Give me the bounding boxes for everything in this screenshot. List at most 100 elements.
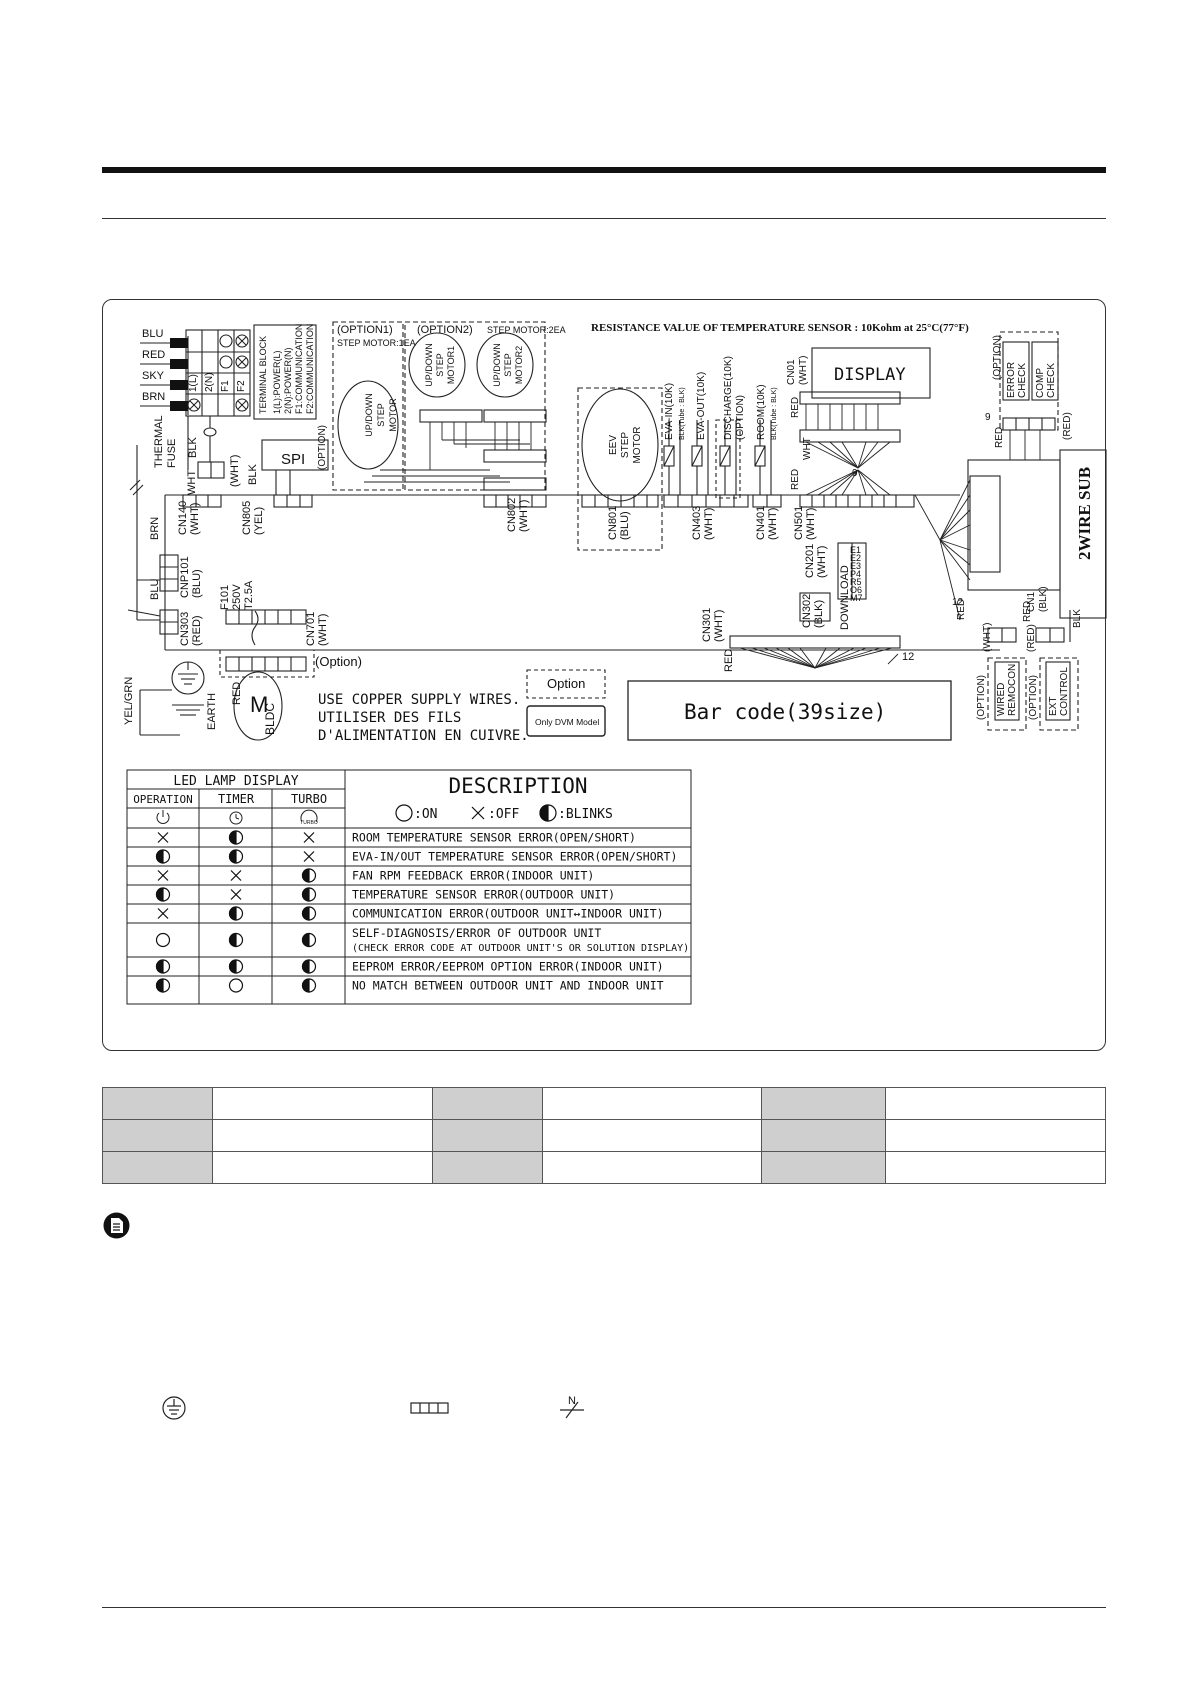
led-status-blink-icon bbox=[228, 932, 244, 948]
timer-icon bbox=[229, 811, 243, 825]
led-status-blink-icon bbox=[155, 978, 171, 993]
terminal-label-2: 2(N) bbox=[204, 373, 215, 392]
svg-text:N: N bbox=[568, 1395, 576, 1407]
table-header-cell bbox=[761, 1087, 887, 1120]
terminal-block-line-2: 2(N):POWER(N) bbox=[283, 348, 293, 415]
led-col-turbo: TURBO bbox=[291, 792, 327, 806]
terminal-label-f1: F1 bbox=[220, 380, 231, 392]
led-row-description: ROOM TEMPERATURE SENSOR ERROR(OPEN/SHORT… bbox=[352, 831, 636, 845]
sensor-discharge-option: (OPTION) bbox=[735, 395, 746, 440]
cn401-color: (WHT) bbox=[767, 508, 779, 540]
ext-control-option: (OPTION) bbox=[1028, 675, 1039, 720]
fuse-rating-1: F101 bbox=[219, 585, 231, 610]
cn140-label: CN140 bbox=[177, 501, 189, 535]
led-status-blink-icon bbox=[228, 849, 244, 864]
led-status-blink-icon bbox=[155, 887, 171, 902]
remocon-wht-paren: (WHT) bbox=[982, 623, 993, 652]
spi-blk-label: BLK bbox=[247, 464, 259, 485]
eprom-e3: E3 bbox=[850, 561, 861, 571]
led-status-blink-icon bbox=[301, 932, 317, 948]
fuse-wire-wht: WHT bbox=[186, 470, 198, 495]
cn501-color: (WHT) bbox=[805, 508, 817, 540]
eprom-r5: R5 bbox=[850, 577, 862, 587]
table-cell bbox=[885, 1087, 1106, 1120]
footer-rule bbox=[102, 1607, 1106, 1608]
cn302-label: CN302 bbox=[801, 594, 813, 628]
cn401-label: CN401 bbox=[755, 506, 767, 540]
terminal-block-line-3: F1:COMMUNICATION bbox=[294, 324, 304, 414]
led-status-off-icon bbox=[303, 832, 315, 843]
option-legend-text: Option bbox=[547, 676, 585, 691]
led-status-blink-icon bbox=[228, 959, 244, 974]
led-status-blink-icon bbox=[228, 906, 244, 921]
led-table-frame bbox=[126, 769, 692, 1005]
wire-label-sky: SKY bbox=[142, 370, 165, 382]
table-row bbox=[102, 1087, 1106, 1120]
ext-red-label: RED bbox=[1022, 601, 1033, 622]
spi-label: SPI bbox=[281, 451, 305, 468]
wired-remocon-line-2: REMOCON bbox=[1007, 664, 1018, 716]
led-status-off-icon bbox=[157, 870, 169, 881]
updown-motor-line-1: UP/DOWN bbox=[364, 393, 374, 437]
led-status-blink-icon bbox=[301, 868, 317, 883]
motor2-line-2: STEP bbox=[503, 353, 513, 377]
thermal-fuse-label-2: FUSE bbox=[166, 439, 178, 468]
bldc-motor-m: M bbox=[250, 692, 268, 717]
table-cell bbox=[541, 1087, 763, 1120]
eev-motor-line-1: EEV bbox=[608, 435, 619, 455]
sensor-discharge: DISCHARGE(10K) bbox=[723, 356, 734, 440]
cn201-label: CN201 bbox=[804, 544, 816, 578]
display-box bbox=[811, 347, 931, 399]
ext-red-paren: (RED) bbox=[1026, 624, 1037, 652]
model-info-table bbox=[102, 1087, 1106, 1184]
option-legend-box bbox=[526, 669, 606, 699]
cn403-color: (WHT) bbox=[703, 508, 715, 540]
motor1-line-2: STEP bbox=[435, 353, 445, 377]
download-label: DOWNLOAD bbox=[839, 565, 851, 630]
brn-wire-label: BRN bbox=[149, 517, 161, 540]
comp-check-line-2: CHECK bbox=[1046, 363, 1057, 398]
table-cell bbox=[211, 1087, 433, 1120]
cn801-label: CN801 bbox=[607, 506, 619, 540]
error-check-line-1: ERROR bbox=[1006, 362, 1017, 398]
remocon-option: (OPTION) bbox=[976, 675, 987, 720]
led-status-blink-icon bbox=[301, 906, 317, 921]
sensor-eva-out: EVA-OUT(10K) bbox=[696, 372, 707, 440]
error-check-wire-count: 9 bbox=[985, 412, 991, 423]
terminal-label-f2: F2 bbox=[236, 380, 247, 392]
terminal-circles bbox=[187, 334, 249, 412]
led-row-description: COMMUNICATION ERROR(OUTDOOR UNIT↔INDOOR … bbox=[352, 907, 664, 921]
cn801-color: (BLU) bbox=[619, 511, 631, 540]
display-label: DISPLAY bbox=[834, 365, 906, 385]
ext-blk-label: BLK bbox=[1072, 609, 1083, 628]
wire-label-red: RED bbox=[142, 349, 165, 361]
motor2-line-1: UP/DOWN bbox=[492, 343, 502, 387]
cn701-label: CN701 bbox=[305, 612, 317, 646]
fuse-rating-3: T2.5A bbox=[243, 580, 255, 610]
led-status-off-icon bbox=[230, 870, 242, 881]
terminal-block-title: TERMINAL BLOCK bbox=[258, 336, 268, 414]
wire-label-brn: BRN bbox=[142, 391, 165, 403]
yelgrn-wire-label: YEL/GRN bbox=[123, 677, 135, 725]
earth-symbol-icon bbox=[162, 1396, 186, 1420]
cn140-color: (WHT) bbox=[189, 503, 201, 535]
cn805-label: CN805 bbox=[241, 501, 253, 535]
wire-label-blu: BLU bbox=[142, 328, 163, 340]
cnp101-color: (BLU) bbox=[191, 569, 203, 598]
led-status-off-icon bbox=[230, 889, 242, 900]
cn301-label: CN301 bbox=[701, 608, 713, 642]
cn1-label: CN1 bbox=[1026, 592, 1037, 612]
cn805-color: (YEL) bbox=[253, 507, 265, 535]
table-cell bbox=[211, 1119, 433, 1152]
sensor-eva-in-sub: BLK(Tube : BLK) bbox=[679, 387, 686, 440]
led-col-timer: TIMER bbox=[218, 792, 255, 806]
turbo-icon bbox=[300, 809, 318, 823]
terminal-block-legend-box bbox=[253, 324, 317, 420]
copper-note-line-3: D'ALIMENTATION EN CUIVRE. bbox=[318, 728, 529, 744]
updown-motor-line-3: MOTOR bbox=[388, 398, 398, 432]
table-header-cell bbox=[431, 1087, 543, 1120]
terminal-wires bbox=[140, 329, 251, 417]
led-status-blink-icon bbox=[301, 978, 317, 993]
cn501-label: CN501 bbox=[793, 506, 805, 540]
